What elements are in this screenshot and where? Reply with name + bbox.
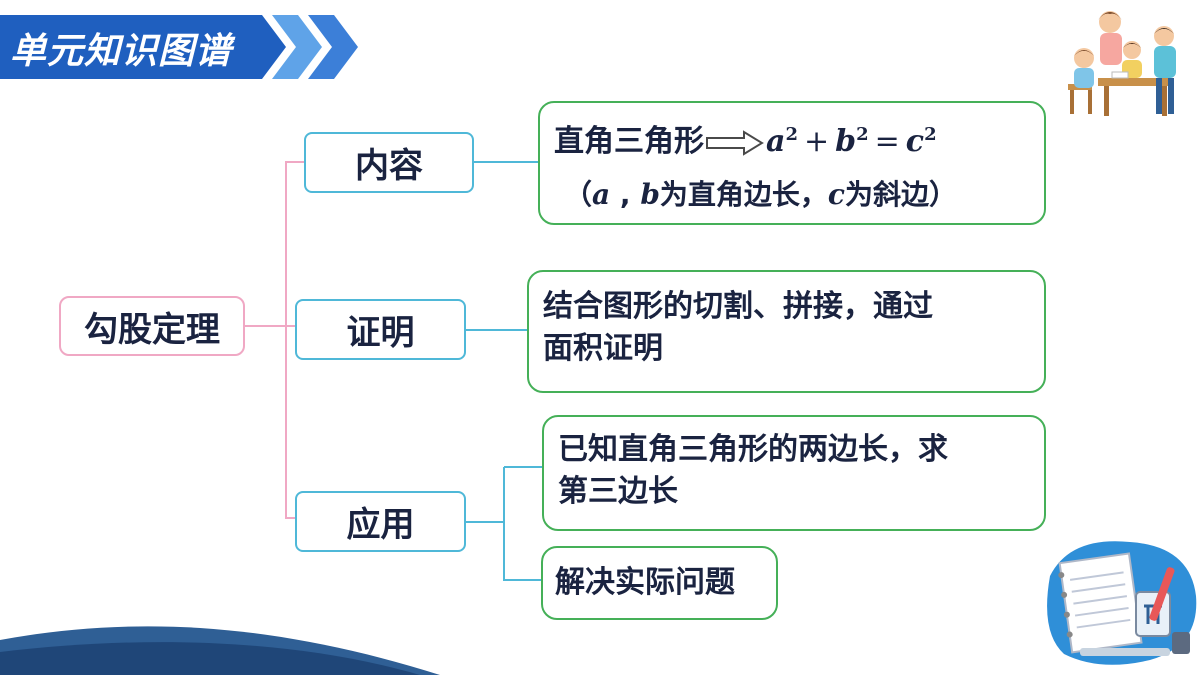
- proof-detail-box: 结合图形的切割、拼接，通过 面积证明: [527, 270, 1046, 393]
- note-var-a: a: [592, 178, 611, 211]
- note-paren: （: [564, 178, 593, 211]
- note-comma: ,: [610, 178, 641, 211]
- note-text: 为斜边）: [844, 178, 957, 211]
- chevron-arrows-icon: [272, 15, 358, 79]
- application-detail-box: 解决实际问题: [541, 546, 778, 620]
- formula-var-c: c: [905, 124, 925, 159]
- category-node-proof: 证明: [295, 299, 466, 360]
- application-line: 解决实际问题: [555, 565, 735, 600]
- application-detail-box: 已知直角三角形的两边长，求 第三边长: [542, 415, 1046, 531]
- formula-equals: =: [874, 124, 900, 159]
- application-line: 第三边长: [558, 474, 678, 509]
- formula-var-b: b: [835, 124, 857, 159]
- category-node-application: 应用: [295, 491, 466, 552]
- family-study-illustration: [1068, 11, 1176, 116]
- category-label: 证明: [346, 313, 415, 353]
- root-node-label: 勾股定理: [84, 309, 220, 350]
- note-var-b: b: [640, 178, 660, 211]
- title-banner: [0, 15, 358, 79]
- formula-note: （a , b为直角边长，c为斜边）: [564, 175, 957, 214]
- formula-prefix: 直角三角形: [554, 124, 704, 159]
- banner-title: 单元知识图谱: [10, 31, 233, 72]
- application-line: 已知直角三角形的两边长，求: [558, 432, 948, 467]
- root-node: 勾股定理: [59, 296, 245, 356]
- proof-line: 结合图形的切割、拼接，通过: [543, 289, 933, 324]
- category-label: 内容: [355, 146, 423, 186]
- note-text: 为直角边长，: [659, 178, 828, 211]
- formula-exponent: 2: [856, 124, 869, 145]
- formula-var-a: a: [766, 124, 786, 159]
- note-var-c: c: [827, 178, 845, 211]
- category-label: 应用: [346, 505, 415, 545]
- formula-exponent: 2: [785, 124, 798, 145]
- category-node-content: 内容: [304, 132, 474, 193]
- right-arrow-icon: [706, 129, 764, 156]
- formula-exponent: 2: [924, 124, 937, 145]
- formula-plus: +: [803, 124, 830, 159]
- proof-line: 面积证明: [543, 331, 663, 366]
- math-notebook-illustration: [1047, 541, 1197, 665]
- bottom-wave-decoration: [0, 626, 440, 675]
